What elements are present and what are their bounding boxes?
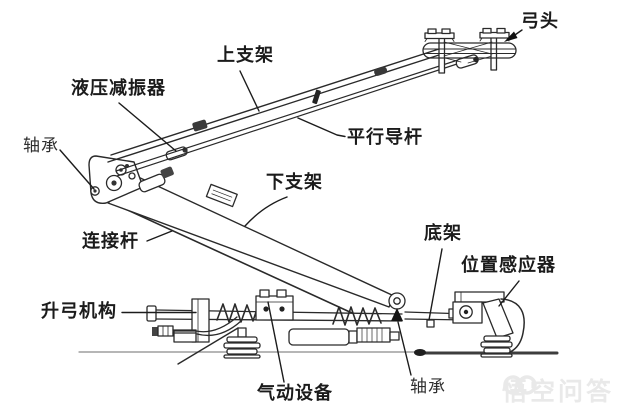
upper-arm-drawing bbox=[107, 48, 479, 177]
pneumatic-cylinder bbox=[288, 327, 400, 346]
insulator-right bbox=[480, 335, 513, 358]
leader-bearing-left bbox=[59, 149, 95, 190]
insulator-pointer-line bbox=[177, 327, 239, 365]
label-pneumatic-equipment: 气动设备 bbox=[257, 383, 333, 403]
label-base-frame: 底架 bbox=[424, 223, 462, 243]
leader-bearing-bottom bbox=[397, 321, 412, 376]
label-upper-frame: 上支架 bbox=[217, 45, 274, 65]
label-connecting-rod: 连接杆 bbox=[82, 231, 139, 251]
label-hydraulic-damper: 液压减振器 bbox=[71, 78, 166, 98]
watermark: 悟空问答 bbox=[502, 372, 614, 408]
position-sensor-drawing bbox=[404, 291, 525, 358]
label-bow-head: 弓头 bbox=[521, 11, 559, 31]
leader-lines bbox=[59, 29, 523, 383]
raising-spring-left bbox=[216, 303, 259, 323]
leader-base-frame bbox=[428, 248, 443, 321]
leader-lower-frame bbox=[244, 196, 288, 227]
leader-connecting-rod bbox=[146, 230, 173, 242]
label-raising-mechanism: 升弓机构 bbox=[41, 301, 117, 321]
label-lower-frame: 下支架 bbox=[266, 172, 323, 192]
label-bearing-left: 轴承 bbox=[23, 136, 59, 155]
drive-rod bbox=[152, 316, 242, 337]
leader-bow-head-arrow bbox=[504, 31, 518, 42]
label-parallel-guide-rod: 平行导杆 bbox=[347, 127, 423, 147]
leader-parallel-guide-rod bbox=[297, 117, 346, 138]
leader-hydraulic-damper bbox=[118, 102, 177, 152]
label-position-sensor: 位置感应器 bbox=[461, 255, 556, 275]
base-frame-drawing bbox=[146, 289, 403, 359]
leader-upper-frame bbox=[239, 70, 260, 112]
leader-pneumatic-equipment bbox=[267, 301, 285, 383]
elbow-joint-drawing bbox=[88, 146, 188, 204]
insulator-left bbox=[223, 327, 261, 359]
contact-strip-left bbox=[424, 28, 455, 42]
bearing-bottom-drawing bbox=[388, 292, 406, 321]
leader-position-sensor bbox=[498, 280, 520, 307]
connecting-rod-drawing bbox=[96, 195, 353, 314]
lower-arm-drawing bbox=[107, 175, 395, 308]
parallel-guide-rod-drawing bbox=[115, 59, 459, 172]
hydraulic-damper-drawing bbox=[138, 146, 188, 193]
label-bearing-bottom: 轴承 bbox=[410, 377, 446, 396]
overlapping-circles-icon bbox=[503, 375, 537, 395]
raising-spring-right bbox=[332, 306, 382, 326]
